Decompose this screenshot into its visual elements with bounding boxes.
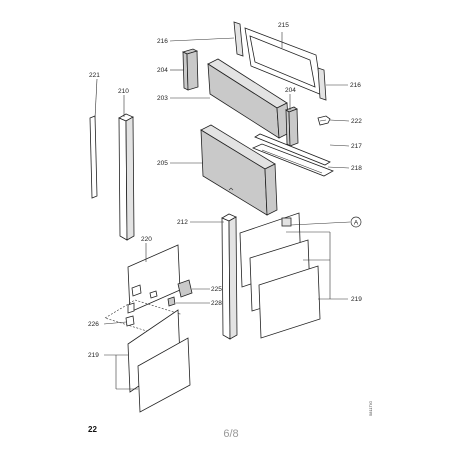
label-221: 221 xyxy=(89,72,100,79)
label-218: 218 xyxy=(351,165,362,172)
part-218-rail xyxy=(251,143,334,177)
label-219: 219 xyxy=(88,352,99,359)
label-216: 216 xyxy=(157,38,168,45)
label-210: 210 xyxy=(118,88,129,95)
part-210-side-panel xyxy=(118,113,135,241)
leader-lines xyxy=(94,32,351,390)
part-222-bracket xyxy=(317,115,331,126)
part-220-panel xyxy=(127,244,181,314)
symbol-label: A xyxy=(354,220,359,227)
label-222: 222 xyxy=(351,118,362,125)
part-204-right-block xyxy=(285,106,299,147)
part-216-left-clip xyxy=(233,21,244,57)
part-217-rail xyxy=(254,133,331,166)
part-228-tab xyxy=(167,296,176,307)
label-215: 215 xyxy=(278,22,289,29)
part-215-frame xyxy=(244,27,323,96)
label-225: 225 xyxy=(211,286,222,293)
part-204-left-block xyxy=(181,48,199,91)
page-number: 6/8 xyxy=(223,428,238,440)
label-219: 219 xyxy=(351,296,362,303)
part-205-insulation xyxy=(200,124,278,216)
label-212: 212 xyxy=(177,219,188,226)
label-226: 226 xyxy=(88,321,99,328)
part-216-right-clip xyxy=(317,67,327,101)
label-217: 217 xyxy=(351,143,362,150)
part-219-left-glass xyxy=(127,309,191,413)
part-225-block xyxy=(177,279,193,298)
label-216: 216 xyxy=(350,82,361,89)
part-221-rail xyxy=(89,115,98,199)
reference-symbol-A: A xyxy=(350,216,362,228)
part-212-side-panel xyxy=(221,213,238,340)
label-204: 204 xyxy=(285,87,296,94)
drawing-code: 5811TIG xyxy=(368,401,373,416)
label-220: 220 xyxy=(141,236,152,243)
label-228: 228 xyxy=(211,300,222,307)
part-226-guide xyxy=(104,299,181,333)
label-204: 204 xyxy=(157,67,168,74)
page-reference: 22 xyxy=(88,425,97,434)
label-205: 205 xyxy=(157,160,168,167)
label-203: 203 xyxy=(157,95,168,102)
part-219-right-glass xyxy=(239,212,321,339)
